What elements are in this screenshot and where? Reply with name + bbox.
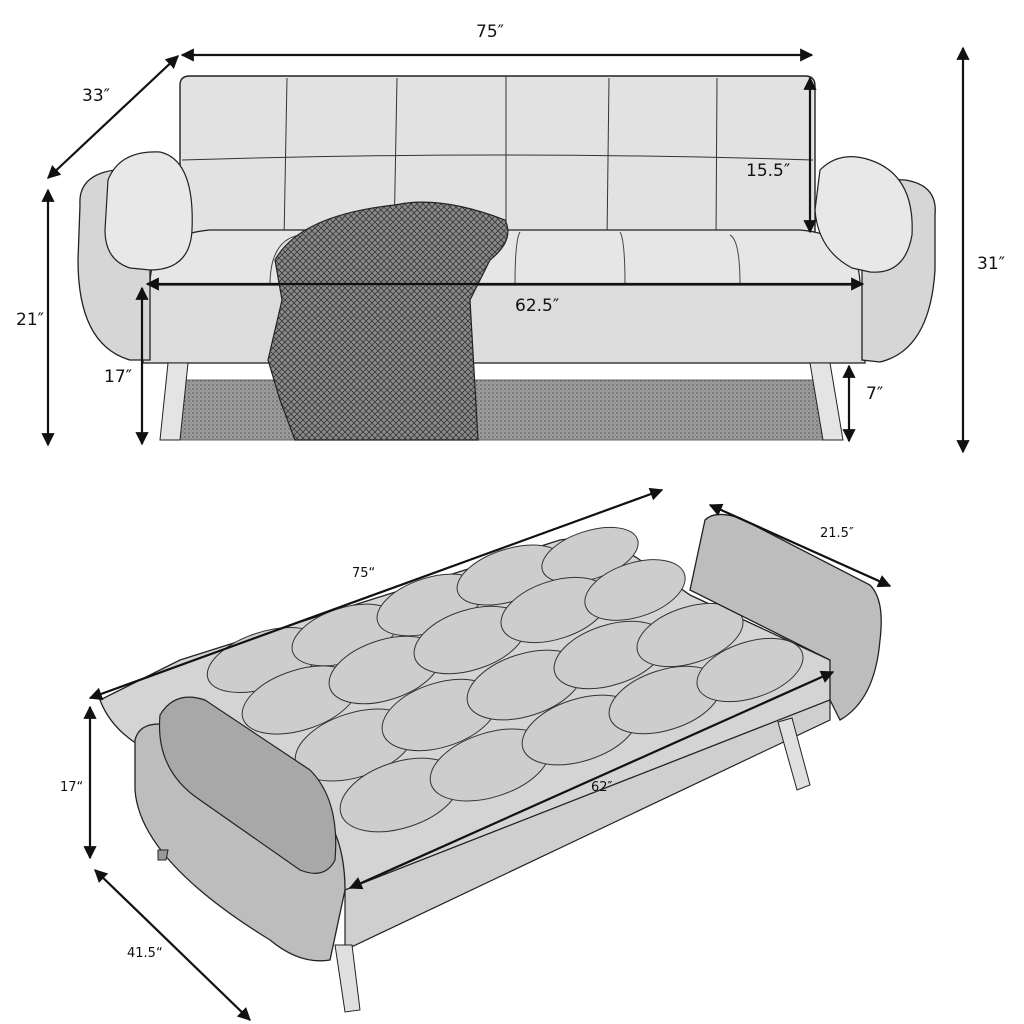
upright-sofa-view	[41, 46, 970, 454]
dim-line-bed-width	[94, 869, 251, 1021]
rug	[169, 379, 841, 441]
throw-blanket	[267, 201, 509, 441]
label-leg-height: 7″	[866, 384, 884, 404]
backrest	[179, 75, 816, 241]
label-bed-length: 75“	[352, 566, 376, 581]
label-arm-depth: 21.5″	[820, 526, 854, 541]
right-bolster-pillow	[814, 156, 913, 273]
label-overall-width: 75″	[476, 22, 504, 42]
left-bolster-pillow	[104, 151, 193, 271]
dim-line-sleep-length	[348, 670, 835, 890]
dim-line-arm-depth	[708, 503, 892, 588]
label-overall-height: 31″	[977, 254, 1005, 274]
backrest-tufting	[181, 76, 814, 241]
label-bed-width: 41.5“	[127, 946, 163, 961]
front-right-leg-bed	[334, 944, 361, 1013]
bed-sofa-view	[83, 487, 892, 1021]
label-back-height: 15.5″	[746, 161, 791, 181]
label-seat-width: 62.5″	[515, 296, 560, 316]
label-depth: 33″	[82, 86, 110, 106]
front-left-leg	[159, 362, 189, 441]
dim-line-bed-length	[88, 487, 664, 701]
label-bed-height: 17“	[60, 780, 84, 795]
seat-base	[142, 284, 866, 364]
hidden-leg	[157, 849, 169, 861]
label-arm-height: 21″	[16, 310, 44, 330]
label-sleep-length: 62″	[591, 780, 613, 795]
dim-line-depth	[47, 55, 179, 179]
label-seat-height: 17″	[104, 367, 132, 387]
